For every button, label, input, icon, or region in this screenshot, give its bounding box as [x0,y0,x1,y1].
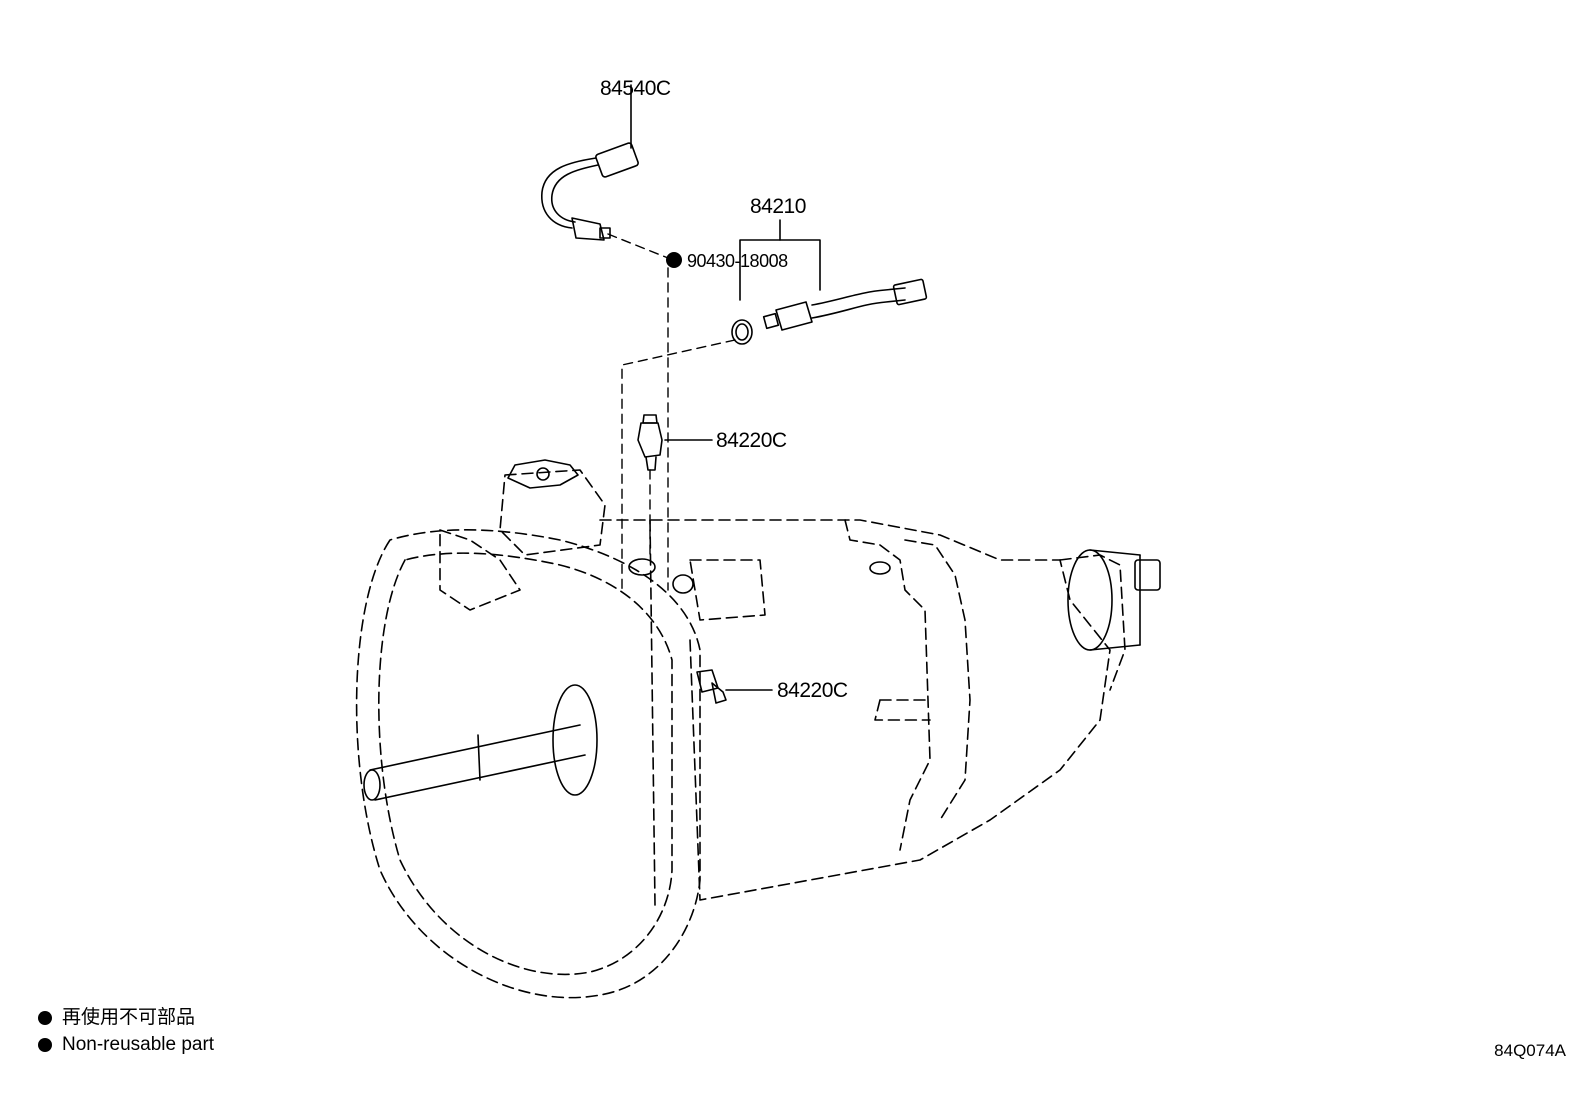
assembly-leader-lines [607,233,736,591]
non-reusable-marker-icon [666,252,682,268]
legend-en-text: Non-reusable part [62,1034,215,1055]
label-backup-switch: 84210 [750,195,806,218]
label-switch-lower: 84220C [777,679,848,702]
switch-upper-part [637,414,713,471]
gasket-part [731,319,753,345]
legend-jp-text: 再使用不可部品 [62,1007,196,1028]
speed-sensor-part [541,84,639,241]
label-gasket: 90430-18008 [687,251,788,271]
label-switch-upper: 84220C [716,429,787,452]
legend-en: Non-reusable part [38,1035,214,1054]
illustration-ref-code: 84Q074A [1494,1041,1566,1060]
filled-circle-icon [38,1037,52,1052]
transmission-outline [355,469,1126,999]
switch-lower-part [696,669,773,704]
label-speed-sensor: 84540C [600,77,671,100]
transmission-details [363,459,1161,801]
backup-switch-part [739,219,928,331]
filled-circle-icon [38,1010,52,1025]
legend-jp: 再使用不可部品 [38,1008,195,1027]
